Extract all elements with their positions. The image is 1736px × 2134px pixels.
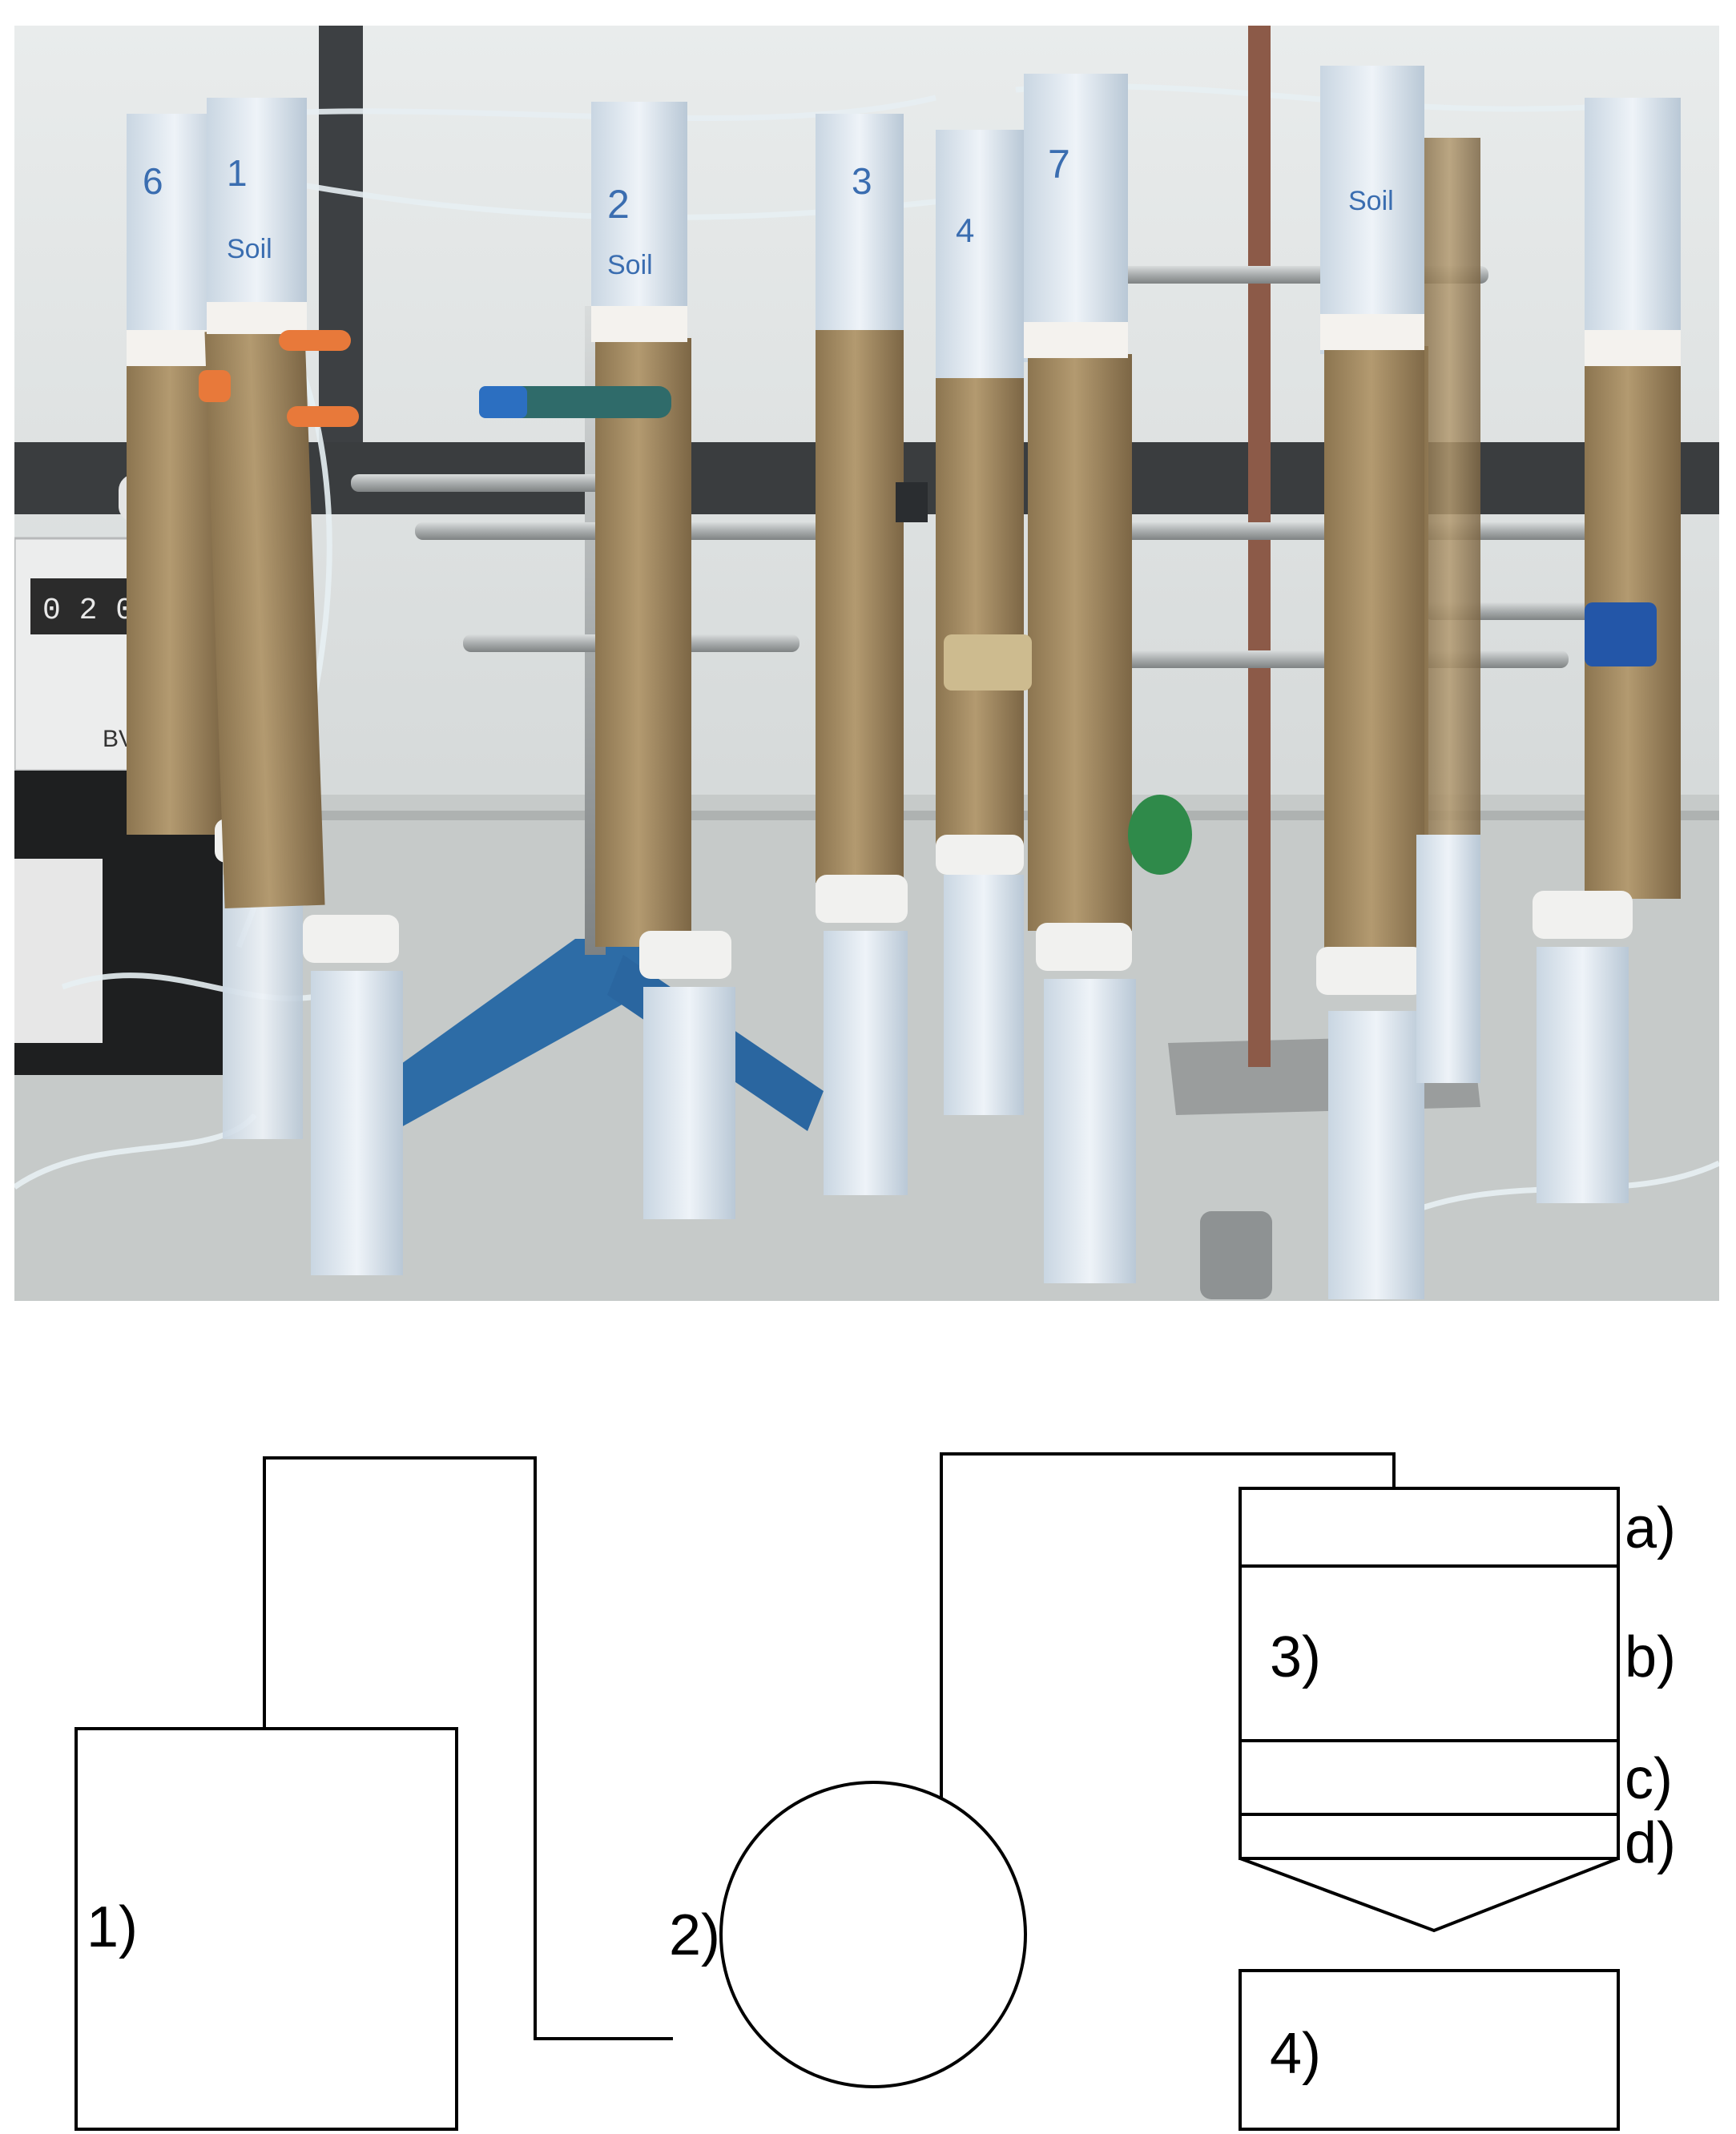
column-body [1239, 1487, 1620, 1860]
outlet-tube [940, 1452, 1396, 1798]
back-pole [319, 26, 363, 442]
label-layer-b: b) [1625, 1625, 1676, 1689]
experimental-schematic: 1) 2) 3) 4) a) b) c) d) [75, 1452, 1676, 2131]
label-layer-a: a) [1625, 1496, 1676, 1560]
pump-circle [719, 1781, 1027, 2088]
label-column: 3) [1270, 1625, 1321, 1689]
column-label-1: 1 [227, 152, 248, 194]
label-collector: 4) [1270, 2022, 1321, 2086]
column-4: 4 [936, 130, 1024, 1115]
column-back-right [1416, 138, 1480, 1083]
label-pump: 2) [669, 1903, 720, 1967]
column-far-right [1533, 98, 1681, 1203]
label-reservoir: 1) [87, 1895, 138, 1959]
reservoir-box [75, 1727, 458, 2131]
column-label-3: 3 [852, 160, 872, 202]
inlet-tube [263, 1456, 673, 2040]
label-layer-d: d) [1625, 1811, 1676, 1875]
column-3: 3 [816, 114, 908, 1195]
column-label-2: 2 [607, 182, 630, 227]
column-right-center: Soil [1316, 66, 1428, 1299]
label-layer-c: c) [1625, 1747, 1673, 1811]
clamp-bosses [479, 386, 1192, 875]
pump-display: 0 2 0 [42, 594, 134, 628]
soil-columns: 6 1 Soil 2 Soil [127, 66, 1681, 1299]
column-label-4: 4 [956, 211, 974, 249]
soil-column-setup-photo: 0 2 0 BVP [14, 26, 1719, 1301]
column-7: 7 [1024, 74, 1136, 1283]
column-label-6: 6 [143, 160, 163, 202]
column-label-soil-3: Soil [1348, 186, 1394, 216]
collector-box [1239, 1969, 1620, 2131]
column-funnel [1239, 1857, 1619, 1933]
column-label-7: 7 [1048, 142, 1070, 187]
column-label-soil-2: Soil [607, 250, 653, 280]
column-2: 2 Soil [591, 102, 735, 1219]
column-1: 1 Soil [199, 98, 403, 1275]
column-label-soil-1: Soil [227, 234, 272, 264]
